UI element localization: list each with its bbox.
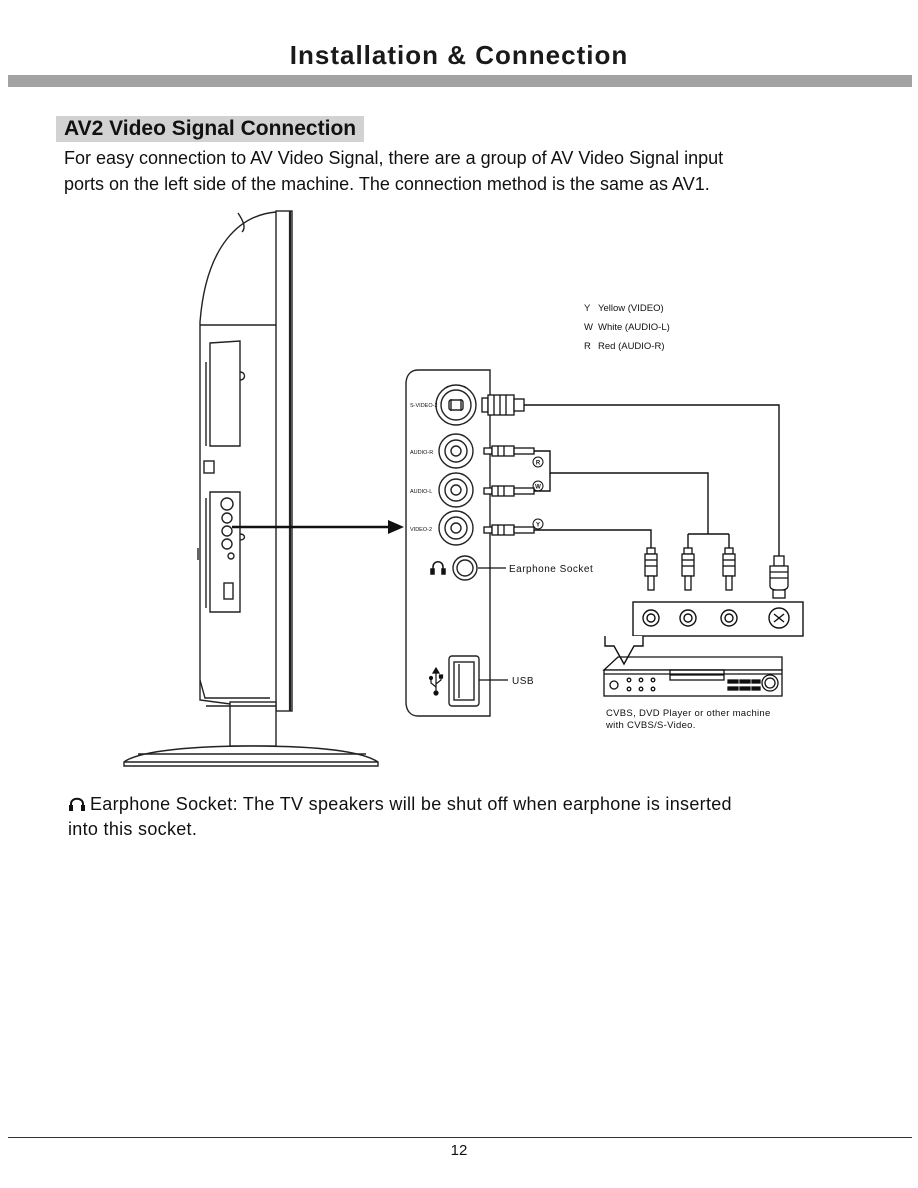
legend-code-r: R [584,341,591,352]
earphone-note: Earphone Socket: The TV speakers will be… [68,792,868,842]
port-label-video: VIDEO-2 [410,527,432,533]
cables [524,404,780,556]
legend-code-y: Y [584,303,591,314]
page-title: Installation & Connection [289,40,629,70]
legend-desc-y: Yellow (VIDEO) [598,303,664,314]
port-label-audio-r: AUDIO-R [410,450,433,456]
zoom-arrow [232,520,404,534]
plug-mark-r: R [536,461,541,467]
intro-line-2: ports on the left side of the machine. T… [64,174,710,194]
usb-label: USB [512,676,534,687]
port-label-svideo: S-VIDEO-2 [410,403,438,409]
device-caption-line-2: with CVBS/S-Video. [605,720,696,731]
dvd-player [602,656,783,697]
device-arrow [604,636,644,666]
plug-marks: R W Y [532,456,544,530]
side-panel [405,369,491,717]
plug-mark-w: W [535,485,541,491]
connection-diagram: S-VIDEO-2 AUDIO-R AUDIO-L VIDEO-2 Earpho… [123,210,804,767]
earphone-note-text-1: Earphone Socket: The TV speakers will be… [90,794,732,814]
cable-plugs [481,394,535,536]
earphone-note-line-1: Earphone Socket: The TV speakers will be… [68,792,868,817]
page-number: 12 [450,1142,468,1159]
intro-paragraph: For easy connection to AV Video Signal, … [64,145,864,197]
device-plugs [644,547,789,599]
plug-mark-y: Y [536,523,540,529]
earphone-socket-label: Earphone Socket [509,564,593,575]
legend-desc-r: Red (AUDIO-R) [598,341,665,352]
color-legend: Y Yellow (VIDEO) W White (AUDIO-L) R Red… [584,303,670,352]
title-divider [8,75,912,87]
device-input-panel [632,601,804,637]
footer-divider [8,1137,912,1138]
port-label-audio-l: AUDIO-L [410,489,432,495]
earphone-note-line-2: into this socket. [68,819,198,839]
device-caption-line-1: CVBS, DVD Player or other machine [606,708,771,719]
legend-code-w: W [584,322,593,333]
earphone-icon [430,561,446,575]
legend-desc-w: White (AUDIO-L) [598,322,670,333]
earphone-icon [69,797,85,811]
intro-line-1: For easy connection to AV Video Signal, … [64,148,724,168]
usb-icon [428,666,444,696]
section-heading: AV2 Video Signal Connection [56,116,365,142]
tv-side-view [123,210,379,767]
